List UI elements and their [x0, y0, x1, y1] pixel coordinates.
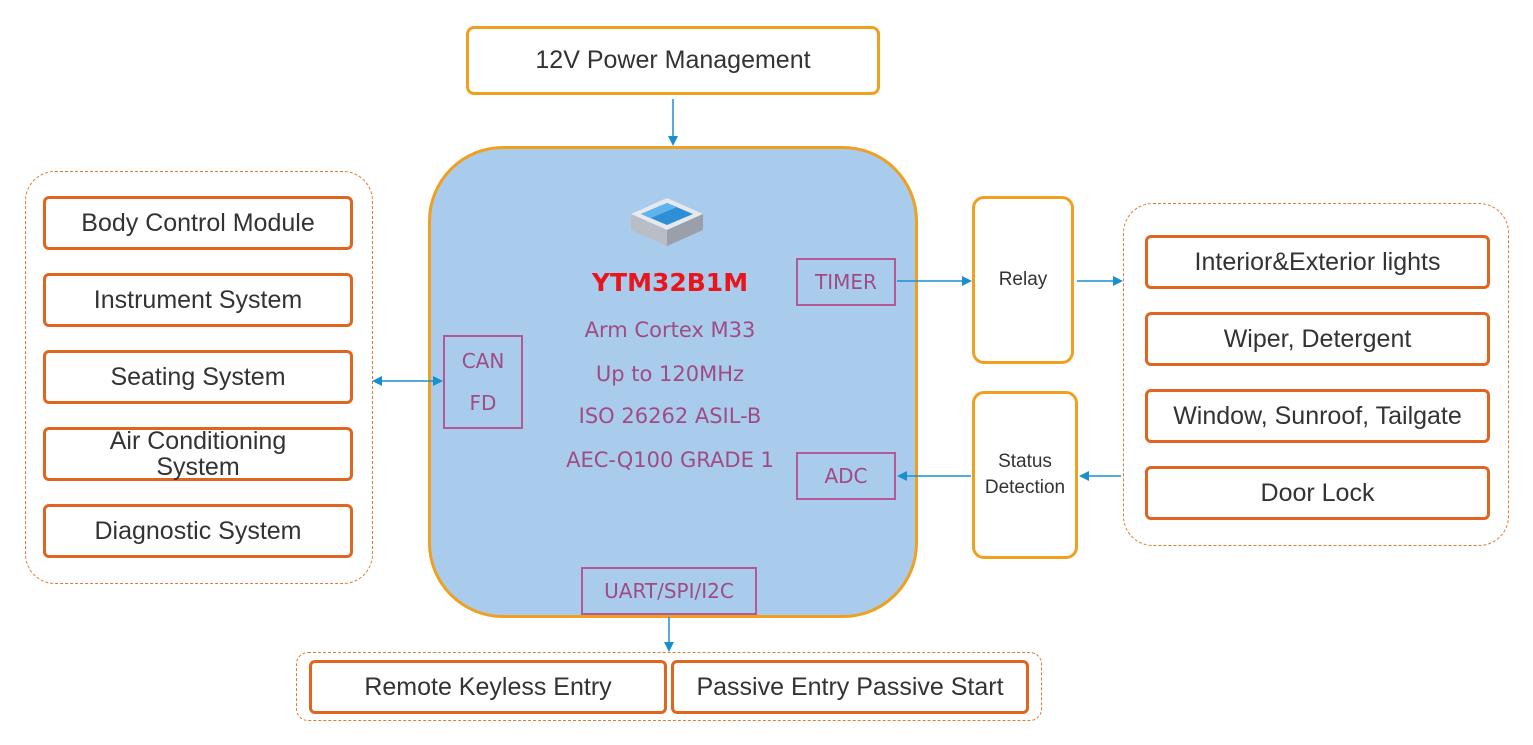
adc-port: ADC [796, 452, 896, 500]
body-control-module-label: Body Control Module [81, 209, 315, 237]
mcu-spec-core: Arm Cortex M33 [584, 318, 756, 342]
remote-keyless-entry-box: Remote Keyless Entry [309, 660, 667, 714]
mcu-spec-safety: ISO 26262 ASIL-B [578, 404, 762, 428]
adc-label: ADC [824, 464, 868, 488]
mcu-spec-frequency: Up to 120MHz [595, 362, 745, 386]
door-lock-label: Door Lock [1260, 479, 1375, 507]
interior-exterior-lights-box: Interior&Exterior lights [1145, 235, 1490, 289]
air-conditioning-label-line2: System [156, 453, 240, 481]
right-actuators-group [1123, 203, 1509, 546]
wiper-detergent-label: Wiper, Detergent [1223, 325, 1412, 353]
remote-keyless-entry-label: Remote Keyless Entry [364, 673, 612, 701]
bottom-keyless-group [296, 652, 1042, 721]
window-sunroof-tailgate-box: Window, Sunroof, Tailgate [1145, 389, 1490, 443]
door-lock-box: Door Lock [1145, 466, 1490, 520]
seating-system-box: Seating System [43, 350, 353, 404]
relay-box: Relay [972, 196, 1074, 364]
body-control-module-box: Body Control Module [43, 196, 353, 250]
air-conditioning-system-box: Air Conditioning System [43, 427, 353, 481]
diagnostic-system-label: Diagnostic System [94, 517, 302, 545]
wiper-detergent-box: Wiper, Detergent [1145, 312, 1490, 366]
mcu-name: YTM32B1M [591, 268, 749, 297]
passive-entry-passive-start-box: Passive Entry Passive Start [671, 660, 1029, 714]
mcu-spec-grade: AEC-Q100 GRADE 1 [566, 448, 774, 472]
can-fd-label-line2: FD [469, 391, 497, 415]
seating-system-label: Seating System [110, 363, 286, 391]
window-sunroof-tailgate-label: Window, Sunroof, Tailgate [1173, 402, 1462, 430]
interior-exterior-lights-label: Interior&Exterior lights [1194, 248, 1441, 276]
instrument-system-box: Instrument System [43, 273, 353, 327]
can-fd-port: CAN FD [443, 335, 523, 429]
diagnostic-system-box: Diagnostic System [43, 504, 353, 558]
status-detection-box: Status Detection [972, 391, 1078, 559]
uart-spi-i2c-port: UART/SPI/I2C [581, 567, 757, 615]
status-detection-label-line1: Status [998, 451, 1052, 472]
passive-entry-passive-start-label: Passive Entry Passive Start [696, 673, 1004, 701]
power-management-box: 12V Power Management [466, 26, 880, 95]
timer-port: TIMER [796, 258, 896, 306]
uart-spi-i2c-label: UART/SPI/I2C [604, 579, 734, 603]
chip-icon [631, 198, 703, 246]
power-management-label: 12V Power Management [535, 46, 811, 74]
timer-label: TIMER [815, 270, 877, 294]
relay-label: Relay [998, 269, 1048, 290]
air-conditioning-label-line1: Air Conditioning [109, 427, 287, 455]
can-fd-label-line1: CAN [461, 349, 505, 373]
instrument-system-label: Instrument System [93, 286, 303, 314]
status-detection-label-line2: Detection [984, 477, 1066, 498]
